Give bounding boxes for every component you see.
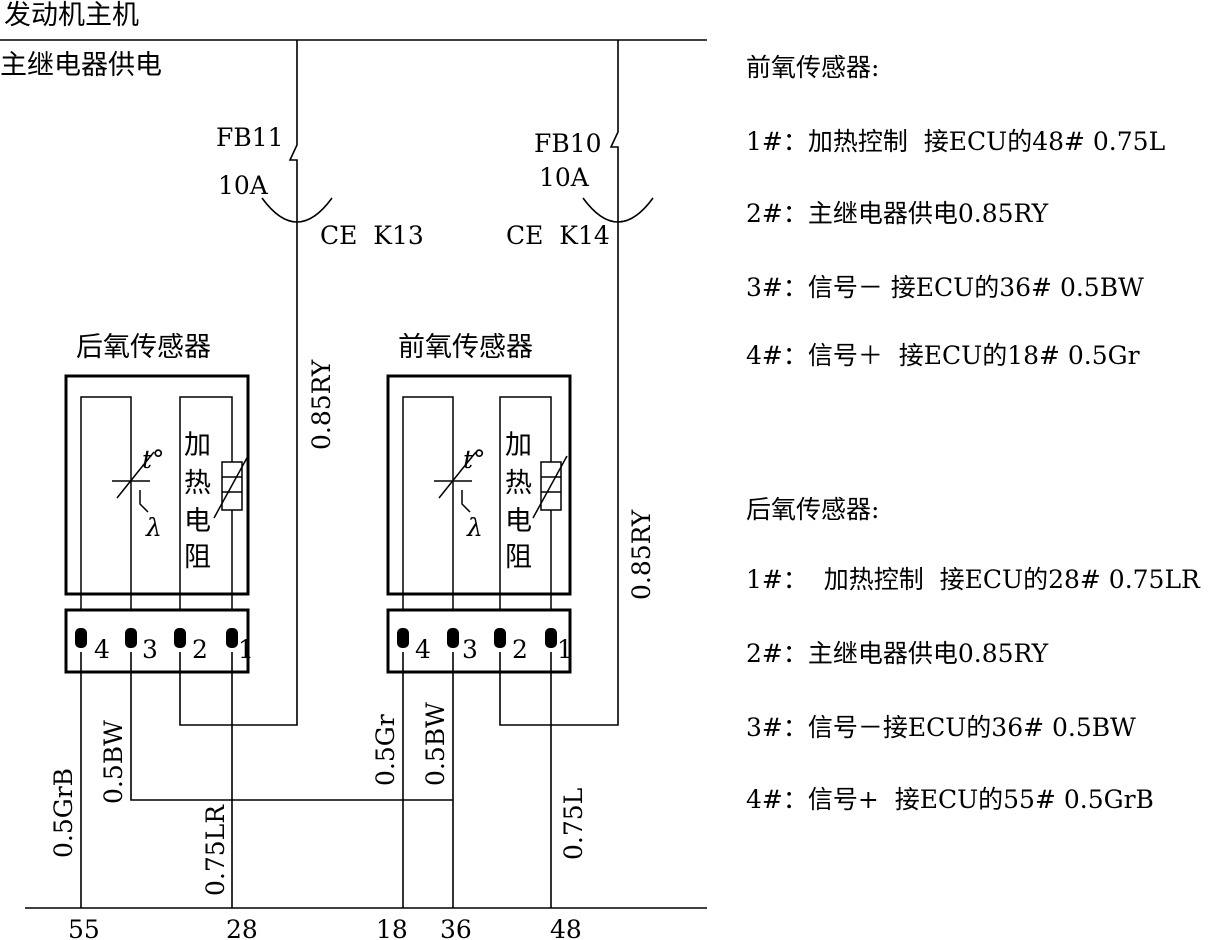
legend-front-line-4: 4#：信号＋ 接ECU的18# 0.5Gr bbox=[746, 341, 1140, 370]
front-sensor bbox=[386, 374, 572, 674]
rear-sensor-title: 后氧传感器 bbox=[76, 332, 211, 363]
wire-label-front-pin3: 0.5BW bbox=[421, 702, 450, 786]
fuse-fb10-name: FB10 bbox=[534, 129, 602, 158]
ecu-pin-36: 36 bbox=[440, 915, 472, 940]
front-pin-3: 3 bbox=[462, 635, 478, 664]
front-lambda-symbol: λ bbox=[466, 513, 483, 542]
wire-label-feed-front: 0.85RY bbox=[627, 509, 656, 600]
legend-rear-title: 后氧传感器: bbox=[746, 495, 879, 524]
fuse-fb10-connector: CE K14 bbox=[506, 221, 610, 250]
front-fuse-arc bbox=[582, 197, 654, 223]
front-heater-label-2: 热 bbox=[505, 468, 532, 499]
rear-heater-label-4: 阻 bbox=[184, 542, 211, 573]
legend-front-line-2: 2#：主继电器供电0.85RY bbox=[746, 199, 1049, 228]
rear-sensor bbox=[64, 374, 250, 674]
rear-lambda-symbol: λ bbox=[145, 513, 162, 542]
rear-heater-label-3: 电 bbox=[184, 506, 211, 537]
rear-pin3-wire bbox=[130, 652, 453, 801]
wire-label-rear-pin3: 0.5BW bbox=[99, 720, 128, 804]
rear-fuse-arc bbox=[261, 197, 333, 223]
rear-temp-symbol: t° bbox=[142, 445, 165, 474]
fuse-fb11-connector: CE K13 bbox=[320, 221, 424, 250]
wire-label-rear-pin1: 0.75LR bbox=[201, 804, 230, 896]
front-heater-label-3: 电 bbox=[505, 506, 532, 537]
fuse-fb10-rating: 10A bbox=[539, 163, 590, 192]
front-heater-label-4: 阻 bbox=[505, 542, 532, 573]
main-power-label: 发动机主机 bbox=[4, 0, 139, 31]
ecu-pin-55: 55 bbox=[68, 915, 100, 940]
rear-pin-3: 3 bbox=[142, 635, 158, 664]
legend-front-line-3: 3#：信号－ 接ECU的36# 0.5BW bbox=[746, 273, 1144, 302]
rear-heater-label-2: 热 bbox=[184, 468, 211, 499]
relay-supply-label: 主继电器供电 bbox=[0, 50, 162, 81]
fuse-fb11-name: FB11 bbox=[216, 123, 284, 152]
legend-rear-line-4: 4#：信号+ 接ECU的55# 0.5GrB bbox=[746, 785, 1154, 814]
front-pin-1: 1 bbox=[557, 635, 573, 664]
ecu-pin-18: 18 bbox=[376, 915, 408, 940]
front-heater-label-1: 加 bbox=[505, 430, 532, 461]
legend-rear-line-2: 2#：主继电器供电0.85RY bbox=[746, 639, 1049, 668]
front-feed-wire bbox=[499, 40, 619, 726]
rear-pin-4: 4 bbox=[94, 635, 110, 664]
legend-rear-line-1: 1#： 加热控制 接ECU的28# 0.75LR bbox=[746, 565, 1201, 594]
ecu-pin-28: 28 bbox=[226, 915, 258, 940]
wire-label-front-pin4: 0.5Gr bbox=[371, 714, 400, 786]
wire-label-feed-rear: 0.85RY bbox=[307, 359, 336, 450]
front-temp-symbol: t° bbox=[463, 445, 486, 474]
legend-front-title: 前氧传感器: bbox=[746, 53, 879, 82]
legend-rear-line-3: 3#：信号－接ECU的36# 0.5BW bbox=[746, 713, 1136, 742]
wire-label-front-pin1: 0.75L bbox=[559, 788, 588, 860]
wire-label-rear-pin4: 0.5GrB bbox=[49, 768, 78, 858]
legend-front-line-1: 1#：加热控制 接ECU的48# 0.75L bbox=[746, 127, 1165, 156]
rear-pin-1: 1 bbox=[238, 635, 254, 664]
rear-heater-label-1: 加 bbox=[184, 430, 211, 461]
front-sensor-title: 前氧传感器 bbox=[398, 332, 533, 363]
front-pin-2: 2 bbox=[512, 635, 528, 664]
rear-feed-wire bbox=[179, 40, 298, 726]
front-pin-4: 4 bbox=[415, 635, 431, 664]
rear-pin-2: 2 bbox=[192, 635, 208, 664]
fuse-fb11-rating: 10A bbox=[218, 171, 269, 200]
ecu-pin-48: 48 bbox=[550, 915, 582, 940]
